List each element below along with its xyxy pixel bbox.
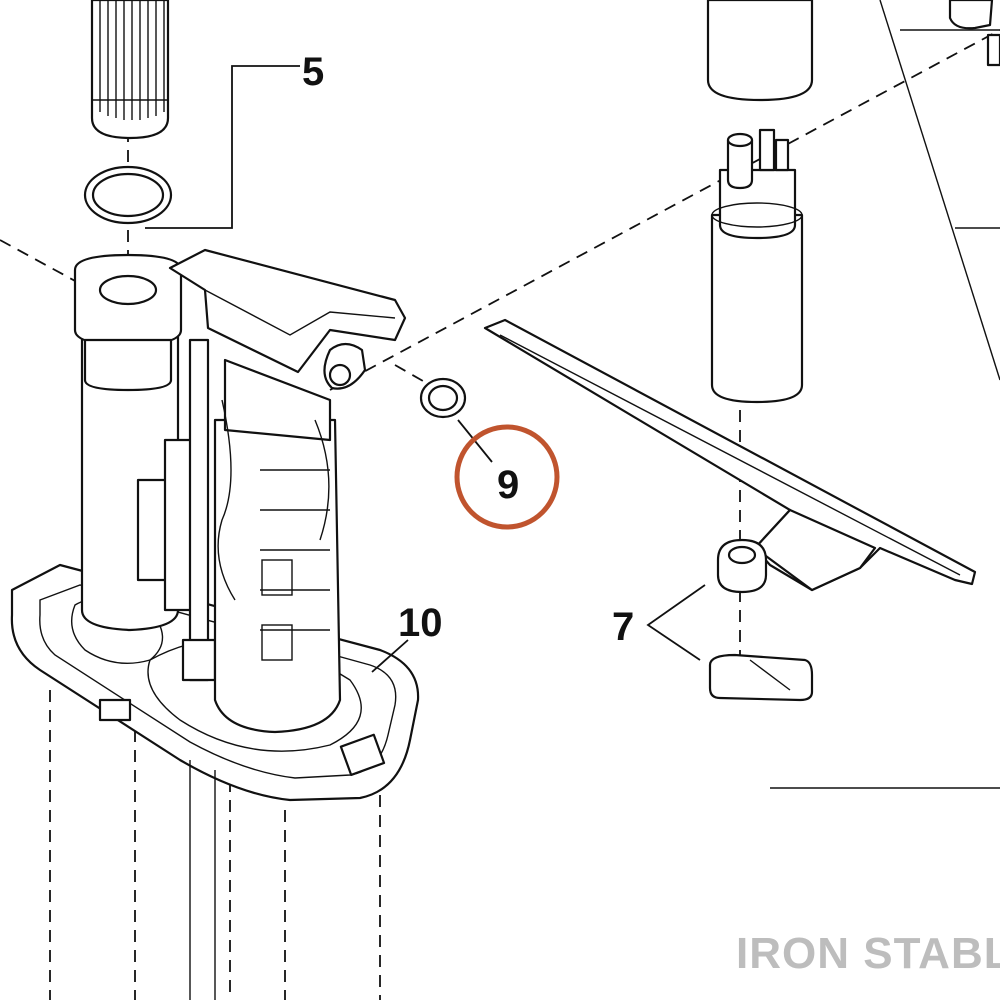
filter-sock-part-5 [90, 0, 170, 140]
washer-part-9 [419, 377, 467, 419]
float-arm-part-7 [483, 318, 977, 594]
reference-lines [770, 0, 1000, 789]
callout-7-leader [646, 584, 706, 661]
callout-7: 7 [612, 605, 634, 649]
fuel-pump-motor [706, 0, 814, 404]
o-ring-part-5 [83, 165, 173, 225]
callout-9-highlight-circle [454, 424, 560, 530]
callout-5-leader [145, 65, 300, 229]
callout-10-leader [371, 639, 409, 673]
float-part-7 [708, 653, 814, 702]
fuel-pump-assembly-part-10 [10, 248, 420, 1000]
callout-10: 10 [398, 601, 443, 645]
callout-9: 9 [497, 463, 519, 507]
watermark-logo: IRON STABLE [736, 929, 1000, 978]
callout-5: 5 [302, 50, 324, 94]
